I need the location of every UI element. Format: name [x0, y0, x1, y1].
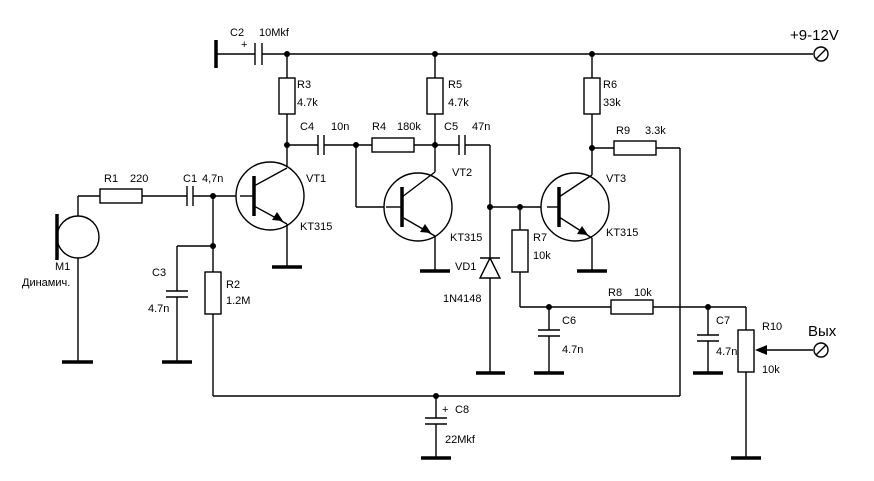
c2-value: 10Mkf: [259, 27, 290, 39]
output-label: Вых: [808, 323, 837, 340]
r9-ref: R9: [616, 125, 630, 137]
c1-value: 4,7n: [202, 173, 223, 185]
c1-ref: C1: [183, 173, 197, 185]
c6-value: 4.7n: [562, 344, 583, 356]
capacitor-c8: [421, 396, 451, 460]
r6-value: 33k: [603, 97, 621, 109]
vt1-ref: VT1: [306, 173, 326, 185]
r4-value: 180k: [397, 121, 421, 133]
r5-value: 4.7k: [448, 97, 469, 109]
c8-value: 22Mkf: [445, 434, 476, 446]
r5-ref: R5: [448, 79, 462, 91]
r2-ref: R2: [226, 279, 240, 291]
vt2-value: KT315: [450, 232, 482, 244]
c2-ref: C2: [230, 27, 244, 39]
diode-vd1: [476, 256, 505, 375]
resistor-r2: [204, 271, 222, 396]
resistor-r9: [592, 140, 681, 396]
r7-ref: R7: [533, 232, 547, 244]
r1-ref: R1: [104, 173, 118, 185]
c8-polarity: +: [442, 404, 448, 416]
c5-ref: C5: [444, 121, 458, 133]
r8-ref: R8: [608, 287, 622, 299]
microphone-m1: [55, 195, 100, 364]
c7-ref: C7: [716, 315, 730, 327]
m1-ref: M1: [55, 261, 70, 273]
resistor-r4: [371, 137, 459, 153]
bottom-bus: [213, 393, 680, 399]
transistor-vt1: [235, 161, 305, 269]
vd1-value: 1N4148: [443, 293, 482, 305]
r4-ref: R4: [372, 121, 386, 133]
supply-rail: [214, 40, 813, 68]
capacitor-c1: [186, 186, 240, 272]
vd1-ref: VD1: [455, 261, 476, 273]
capacitor-c3: [162, 245, 213, 364]
vt3-value: KT315: [606, 227, 638, 239]
r3-ref: R3: [297, 79, 311, 91]
transistor-vt2: [355, 145, 453, 273]
c2-polarity: +: [241, 39, 247, 51]
vt3-ref: VT3: [606, 173, 626, 185]
r7-value: 10k: [533, 250, 551, 262]
r2-value: 1.2M: [226, 295, 250, 307]
potentiometer-r10: [731, 307, 813, 460]
c6-ref: C6: [562, 315, 576, 327]
r9-value: 3.3k: [645, 125, 666, 137]
capacitor-c7: [693, 307, 723, 375]
r8-value: 10k: [634, 287, 652, 299]
c8-ref: C8: [455, 404, 469, 416]
c7-value: 4.7n: [716, 346, 737, 358]
resistor-r6: [583, 54, 601, 175]
vt1-value: KT315: [300, 221, 332, 233]
r6-ref: R6: [603, 79, 617, 91]
resistor-r7: [490, 204, 611, 310]
c5-value: 47n: [472, 121, 490, 133]
resistor-r3: [278, 54, 296, 168]
resistor-r1: [99, 188, 187, 204]
supply-label: +9-12V: [790, 27, 839, 44]
vt2-ref: VT2: [452, 167, 472, 179]
capacitor-c6: [534, 307, 564, 375]
r10-ref: R10: [762, 321, 782, 333]
c4-ref: C4: [300, 121, 314, 133]
r3-value: 4.7k: [297, 97, 318, 109]
supply-terminal: [813, 46, 829, 62]
m1-value: Динамич.: [22, 277, 70, 289]
c3-value: 4.7n: [148, 303, 169, 315]
capacitor-c4: [287, 135, 372, 155]
resistor-r5: [426, 54, 444, 172]
c3-ref: C3: [152, 267, 166, 279]
r10-value: 10k: [762, 364, 780, 376]
output-terminal: [813, 342, 829, 358]
c4-value: 10n: [331, 121, 349, 133]
resistor-r8: [610, 299, 746, 315]
r1-value: 220: [130, 173, 148, 185]
transistor-vt3: [540, 172, 610, 273]
